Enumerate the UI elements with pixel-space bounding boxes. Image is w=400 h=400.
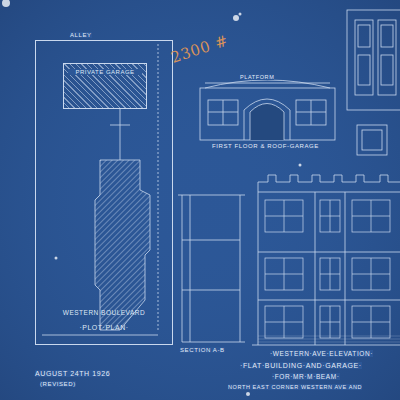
view-title: ·WESTERN·AVE·ELEVATION· [270, 350, 373, 357]
node-text: WESTERN BOULEVARD [36, 309, 172, 316]
drawing-title: ·FLAT·BUILDING·AND·GARAGE· [240, 362, 362, 369]
client-name: ·FOR·MR·M·BEAM· [272, 373, 340, 380]
date-label: AUGUST 24TH 1926 [35, 370, 110, 377]
view-title: SECTION A-B [180, 347, 225, 353]
plot-plan-frame: WESTERN BOULEVARD ·PLOT·PLAN· PRIVATE GARA… [35, 40, 173, 345]
node-text: PRIVATE GARAGE [68, 69, 142, 75]
garage-plan-box: PRIVATE GARAGE [63, 63, 147, 109]
roof-label: PLATFORM [240, 74, 274, 80]
view-title: FIRST FLOOR & ROOF-GARAGE [212, 143, 319, 149]
site-location: NORTH EAST CORNER WESTERN AVE AND [228, 384, 362, 390]
node-text: ·PLOT·PLAN· [36, 324, 172, 331]
street-label: ALLEY [70, 32, 92, 38]
revision-note: (REVISED) [40, 381, 76, 387]
